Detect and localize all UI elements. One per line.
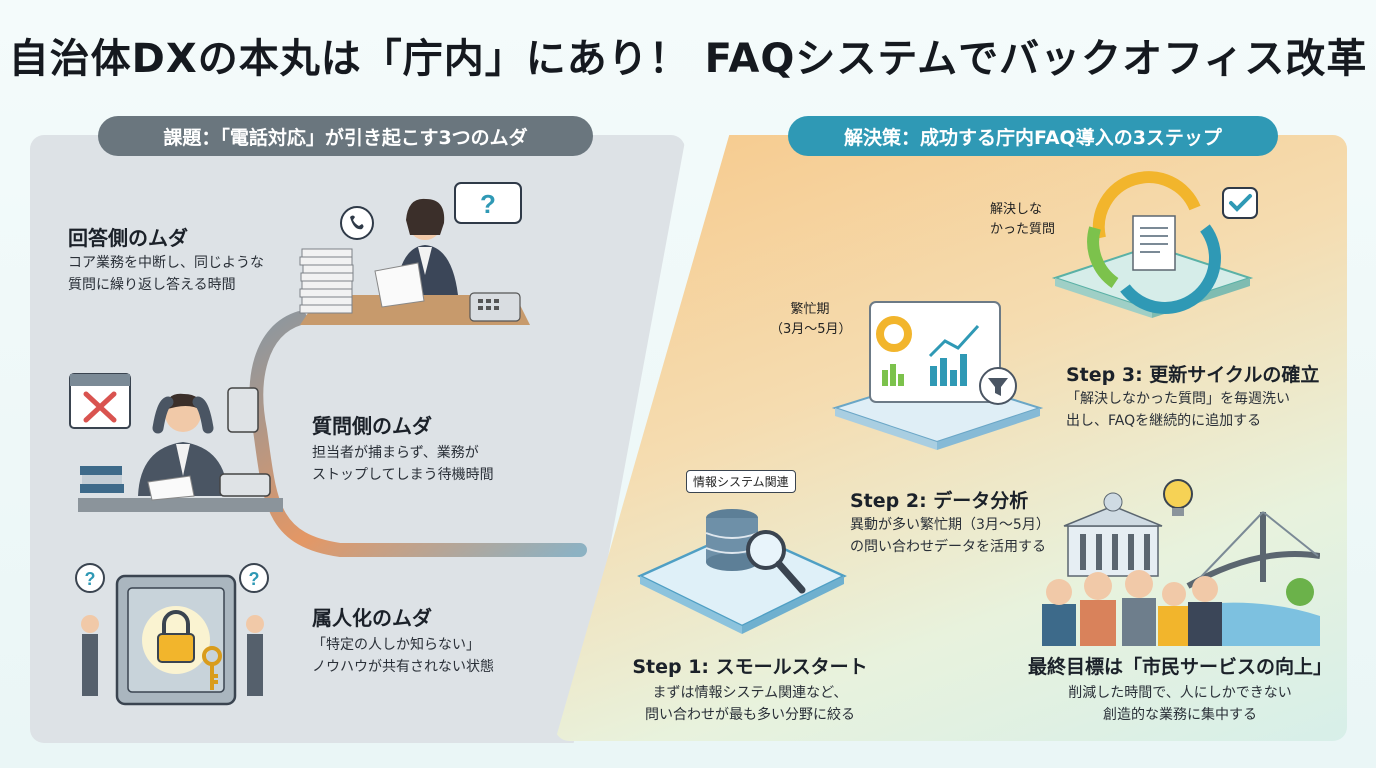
step-2-line-1: 異動が多い繁忙期（3月〜5月） [850, 517, 1050, 533]
calendar-cross-icon [69, 373, 131, 429]
step-3-line-2: 出し、FAQを継続的に追加する [1066, 413, 1262, 429]
busy-staff-illustration: ? [299, 182, 530, 325]
step-1-title: Step 1: スモールスタート [632, 656, 868, 678]
step-1-tag: 情報システム関連 [686, 470, 796, 493]
lightbulb-icon [1163, 479, 1193, 516]
step-2-title: Step 2: データ分析 [850, 490, 1029, 512]
data-analysis-illustration [831, 301, 1044, 450]
funnel-icon [979, 367, 1017, 405]
problem-2-line-1: 担当者が捕まらず、業務が [312, 445, 479, 461]
small-start-illustration [637, 509, 847, 634]
goal-title: 最終目標は「市民サービスの向上」 [1027, 656, 1332, 678]
lock-icon [157, 610, 195, 663]
problem-1-line-2: 質問に繰り返し答える時間 [68, 277, 236, 293]
goal-line-2: 創造的な業務に集中する [1103, 707, 1257, 723]
svg-text:?: ? [85, 569, 96, 589]
magnifier-icon [746, 530, 806, 594]
step-1-line-1: まずは情報システム関連など、 [652, 685, 848, 701]
phone-icon [340, 206, 374, 240]
page-title: 自治体DXの本丸は「庁内」にあり！ FAQシステムでバックオフィス改革 [8, 36, 1368, 82]
step-2-tag-line-1: 繁忙期 [790, 302, 830, 317]
svg-text:?: ? [249, 569, 260, 589]
problems-header: 課題：「電話対応」が引き起こす3つのムダ [98, 116, 593, 156]
database-icon [705, 509, 759, 571]
problem-1-title: 回答側のムダ [68, 226, 188, 250]
problem-1-line-1: コア業務を中断し、同じような [68, 255, 264, 271]
problem-3-line-1: 「特定の人しか知らない」 [312, 637, 480, 653]
problem-2-title: 質問側のムダ [312, 414, 432, 438]
stressed-staff-illustration [69, 373, 283, 512]
question-bubble-icon [454, 182, 522, 224]
solutions-header: 解決策：成功する庁内FAQ導入の3ステップ [788, 116, 1278, 156]
step-3-line-1: 「解決しなかった質問」を毎週洗い [1066, 391, 1290, 407]
citizens-goal-illustration [1042, 479, 1320, 646]
step-3-title: Step 3: 更新サイクルの確立 [1066, 364, 1320, 386]
problem-3-title: 属人化のムダ [312, 606, 432, 630]
goal-line-1: 削減した時間で、人にしかできない [1068, 685, 1292, 701]
step-3-tag-line-1: 解決しな [990, 202, 1043, 217]
update-cycle-illustration [1051, 171, 1258, 318]
problem-3-line-2: ノウハウが共有されない状態 [312, 659, 494, 675]
connector-curve [249, 311, 587, 557]
key-icon [202, 646, 222, 690]
step-3-tag-line-2: かった質問 [990, 222, 1056, 237]
step-2-line-2: の問い合わせデータを活用する [850, 539, 1046, 555]
problem-2-line-2: ストップしてしまう待機時間 [312, 467, 494, 483]
step-2-tag-line-2: （3月〜5月） [770, 322, 852, 337]
svg-text:?: ? [480, 189, 496, 219]
document-icon [1132, 215, 1176, 271]
step-1-line-2: 問い合わせが最も多い分野に絞る [645, 707, 855, 723]
check-icon [1222, 187, 1258, 219]
locked-knowledge-illustration: ? ? [75, 563, 269, 706]
